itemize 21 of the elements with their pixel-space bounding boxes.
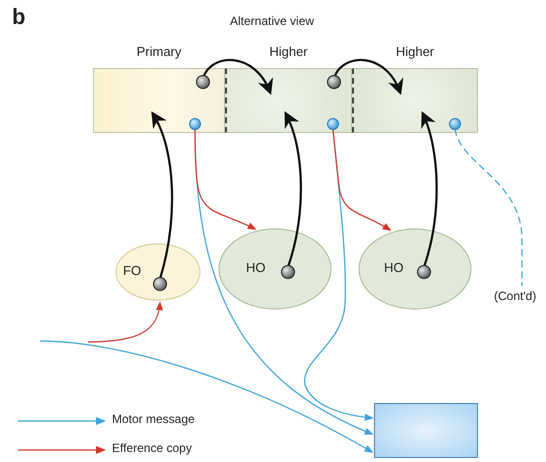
nucleus-label: HO <box>384 260 404 275</box>
area-heading: Higher <box>394 44 436 59</box>
panel-letter: b <box>12 4 26 30</box>
projection-arrow <box>420 111 438 268</box>
projection-arrow <box>202 58 272 95</box>
area-heading: Higher <box>268 44 309 59</box>
nucleus-label: HO <box>246 260 266 275</box>
diagram-title: Alternative view <box>230 14 314 28</box>
arrow <box>88 301 163 343</box>
projection-arrow <box>284 111 302 268</box>
arrow <box>332 128 392 231</box>
continuation-label: (Cont'd) <box>494 289 536 303</box>
legend-label: Efference copy <box>112 441 192 455</box>
projection-arrow <box>151 111 174 280</box>
arrow <box>194 129 257 230</box>
legend-label: Motor message <box>112 412 195 426</box>
connector-line <box>454 128 523 286</box>
area-heading: Primary <box>136 44 182 59</box>
arrow <box>40 340 374 453</box>
projection-arrow <box>333 58 402 95</box>
nucleus-label: FO <box>123 263 142 278</box>
